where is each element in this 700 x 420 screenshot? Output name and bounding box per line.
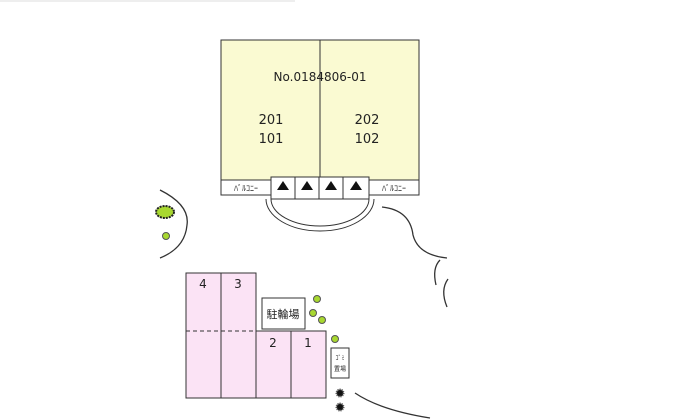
entrance-arrow-icon (350, 181, 362, 190)
garbage-label-1: ｺﾞﾐ (335, 355, 344, 362)
parking-label-1: 1 (304, 336, 312, 350)
shrub-icon (331, 335, 339, 343)
cloud-curve (443, 278, 449, 308)
entrances (270, 176, 370, 200)
parking-label-4: 4 (199, 277, 207, 291)
unit-101: 101 (259, 132, 284, 147)
entrance-arrow-icon (325, 181, 337, 190)
road-curve (381, 206, 448, 259)
entrance-arrow-icon (277, 181, 289, 190)
bicycle-parking (261, 297, 306, 330)
approach-arc-outer (265, 198, 375, 232)
cloud-curve (434, 259, 441, 286)
shrub-icon (313, 295, 321, 303)
unit-202: 202 (355, 113, 380, 128)
unit-102: 102 (355, 132, 380, 147)
parking-label-2: 2 (269, 336, 277, 350)
shrub-icon (155, 205, 175, 219)
parking-space-3 (220, 272, 257, 399)
parking-space-1 (290, 330, 327, 399)
shrubs (155, 205, 345, 412)
garbage-label-2: 置場 (334, 365, 346, 373)
planting-curve-left (159, 189, 188, 259)
parking-label-3: 3 (234, 277, 242, 291)
tree-icon (335, 388, 345, 398)
tree-icon (335, 402, 345, 412)
parking-lot: 4 3 2 1 (185, 272, 327, 399)
garbage-area (330, 347, 350, 379)
balcony-right-label: ﾊﾞﾙｺﾆｰ (382, 184, 406, 193)
entrance-arrow-icon (301, 181, 313, 190)
shrub-icon (309, 309, 317, 317)
building: No.0184806-01 201 101 202 102 ﾊﾞﾙｺﾆｰ ﾊﾞﾙ… (220, 39, 420, 232)
balcony-left-label: ﾊﾞﾙｺﾆｰ (234, 184, 258, 193)
shrub-icon (162, 232, 170, 240)
bicycle-parking-label: 駐輪場 (267, 307, 300, 321)
parking-space-4 (185, 272, 222, 399)
approach-arc-inner (270, 198, 370, 227)
road-curve-bottom (354, 392, 431, 419)
shrub-icon (318, 316, 326, 324)
parking-space-2 (255, 330, 292, 399)
unit-201: 201 (259, 113, 284, 128)
building-id: No.0184806-01 (274, 70, 367, 84)
